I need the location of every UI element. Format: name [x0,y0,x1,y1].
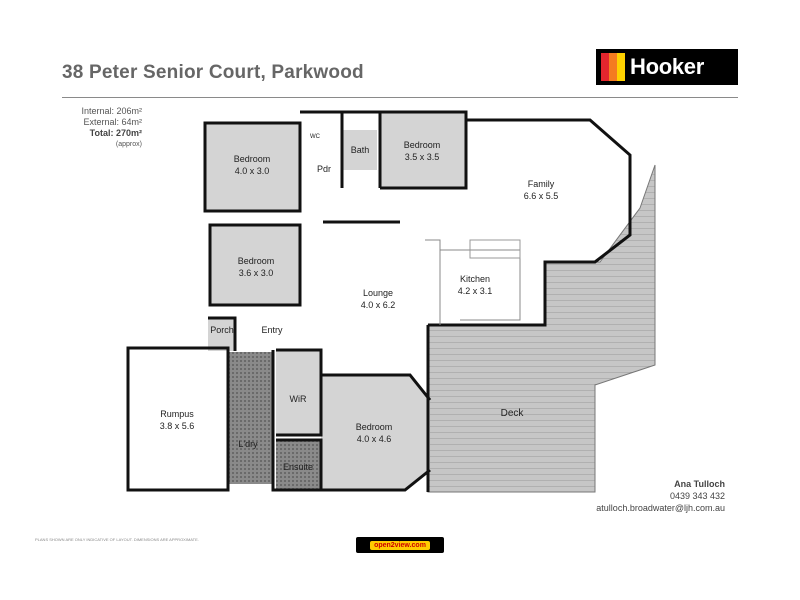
lj-hooker-logo: Hooker [596,49,738,85]
bedroom2-size: 3.6 x 3.0 [239,268,274,278]
kitchen-island [469,239,521,259]
wir-room [276,350,321,435]
bedroom3-room [380,112,466,188]
bedroom4-size: 4.0 x 4.6 [357,434,392,444]
bedroom3-label: Bedroom [404,140,441,150]
porch-label: Porch [210,325,234,335]
logo-mark-icon [601,53,625,81]
agent-email[interactable]: atulloch.broadwater@ljh.com.au [596,503,725,513]
ensuite-label: Ensuite [283,462,313,472]
bedroom3-size: 3.5 x 3.5 [405,152,440,162]
internal-area: Internal: 206m² [81,106,142,116]
deck-label: Deck [501,408,525,419]
rumpus-size: 3.8 x 5.6 [160,421,195,431]
family-label: Family [528,179,555,189]
approx-note: (approx) [115,141,142,148]
walls [126,110,632,492]
ensuite-room [276,440,321,490]
area-summary: Internal: 206m² External: 64m² Total: 27… [62,106,142,150]
pdr-label: Pdr [317,164,331,174]
bedroom2-room [210,225,300,305]
agent-name: Ana Tulloch [674,479,725,489]
open2view-text: open2view.com [370,540,430,550]
header-divider [62,97,738,98]
logo-text: Hooker [630,54,704,79]
ldry-room [228,352,273,484]
ldry-label: L'dry [238,439,258,449]
agent-contact: Ana Tulloch 0439 343 432 atulloch.broadw… [596,478,725,514]
bedroom1-size: 4.0 x 3.0 [235,166,270,176]
kitchen-bench [425,239,521,325]
bath-label: Bath [351,145,370,155]
bedroom4-label: Bedroom [356,422,393,432]
bedroom4-room [321,375,430,490]
lounge-label: Lounge [363,288,393,298]
porch-room [208,318,235,351]
bath-room [342,130,377,170]
external-area: External: 64m² [83,117,142,127]
wir-label: WiR [290,394,307,404]
kitchen-label: Kitchen [460,274,490,284]
entry-label: Entry [261,325,283,335]
bedroom1-room [205,123,300,211]
rumpus-label: Rumpus [160,409,194,419]
lounge-size: 4.0 x 6.2 [361,300,396,310]
bedroom2-label: Bedroom [238,256,275,266]
total-area: Total: 270m² [89,128,142,138]
bedroom1-label: Bedroom [234,154,271,164]
property-address: 38 Peter Senior Court, Parkwood [62,62,364,83]
deck-area [427,164,656,493]
kitchen-size: 4.2 x 3.1 [458,286,493,296]
wc-label: WC [310,134,321,140]
open2view-badge[interactable]: open2view.com [356,537,444,553]
family-size: 6.6 x 5.5 [524,191,559,201]
disclaimer-text: PLANS SHOWN ARE ONLY INDICATIVE OF LAYOU… [35,537,199,542]
agent-phone[interactable]: 0439 343 432 [669,491,725,501]
